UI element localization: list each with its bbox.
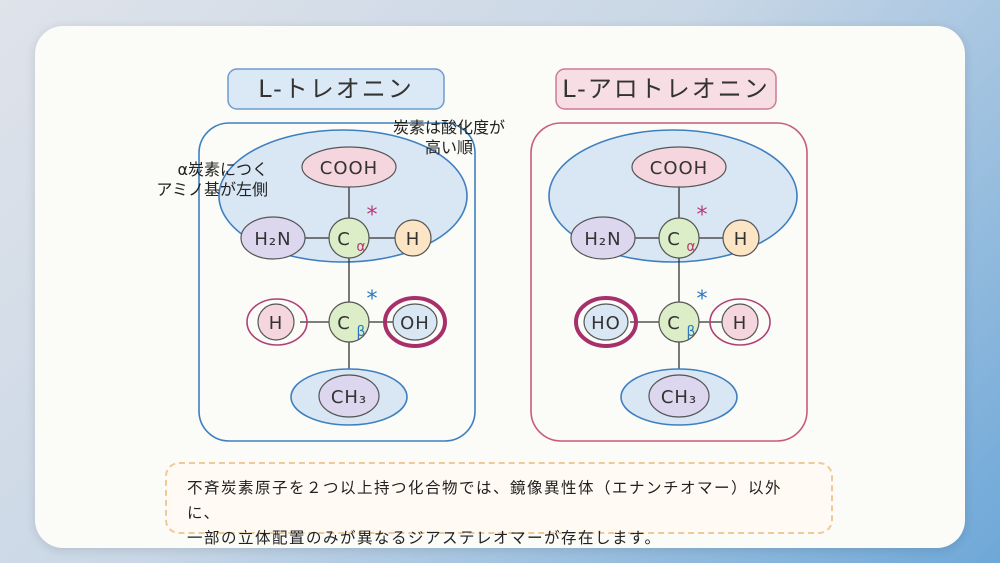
right-alpha-h-label: H xyxy=(734,229,749,250)
right-c-alpha-sub: α xyxy=(686,239,695,255)
right-ho-ring xyxy=(574,296,638,348)
right-molecule: L-アロトレオニン COOH H₂N C α * H HO C β * H CH… xyxy=(530,68,808,442)
left-c-beta-label: C xyxy=(337,313,351,334)
left-c-alpha-sub: α xyxy=(356,239,365,255)
left-beta-h-node xyxy=(257,303,295,341)
info-box: 不斉炭素原子を２つ以上持つ化合物では、鏡像異性体（エナンチオマー）以外に、 一部… xyxy=(165,462,833,547)
left-beta-h-ring xyxy=(246,298,308,346)
left-amine-label: H₂N xyxy=(254,229,291,250)
left-ch3-node xyxy=(318,374,380,418)
right-cooh-node xyxy=(631,146,727,188)
right-beta-star: * xyxy=(697,287,708,312)
left-beta-star: * xyxy=(367,287,378,312)
right-title: L-アロトレオニン xyxy=(562,75,770,103)
right-alpha-h-node xyxy=(722,219,760,257)
left-oh-label: OH xyxy=(400,313,430,334)
right-amine-label: H₂N xyxy=(584,229,621,250)
info-line2: 一部の立体配置のみが異なるジアステレオマーが存在します。 xyxy=(187,529,662,547)
right-title-box xyxy=(555,68,777,110)
alpha-note-line2: アミノ基が左側 xyxy=(156,180,268,199)
right-ch3-node xyxy=(648,374,710,418)
left-title: L-トレオニン xyxy=(258,75,414,103)
slide-card xyxy=(35,26,965,548)
left-oh-node xyxy=(392,303,438,341)
right-beta-h-label: H xyxy=(733,313,748,334)
right-beta-h-ring xyxy=(709,298,771,346)
left-outer-box xyxy=(198,122,476,442)
left-alpha-h-node xyxy=(394,219,432,257)
left-amine-node xyxy=(240,216,306,260)
left-c-alpha-label: C xyxy=(337,229,351,250)
oxid-note-line1: 炭素は酸化度が xyxy=(392,118,505,137)
left-alpha-h-label: H xyxy=(406,229,421,250)
left-molecule: L-トレオニン COOH H₂N C α * H H C β * OH xyxy=(198,68,476,442)
oxidation-note: 炭素は酸化度が 高い順 xyxy=(374,118,524,158)
left-alpha-star: * xyxy=(367,203,378,228)
left-c-beta-sub: β xyxy=(357,324,366,340)
left-c-alpha-node xyxy=(328,217,370,259)
right-outer-box xyxy=(530,122,808,442)
right-amine-node xyxy=(570,216,636,260)
left-cooh-label: COOH xyxy=(320,158,378,179)
left-beta-h-label: H xyxy=(269,313,284,334)
left-c-beta-node xyxy=(328,301,370,343)
left-ch3-label: CH₃ xyxy=(331,387,367,408)
right-c-beta-label: C xyxy=(667,313,681,334)
info-line1: 不斉炭素原子を２つ以上持つ化合物では、鏡像異性体（エナンチオマー）以外に、 xyxy=(187,479,783,522)
right-ho-node xyxy=(583,303,629,341)
left-oh-ring xyxy=(383,296,447,348)
oxid-note-line2: 高い順 xyxy=(424,138,473,157)
right-cooh-label: COOH xyxy=(650,158,708,179)
right-c-alpha-label: C xyxy=(667,229,681,250)
right-ch3-label: CH₃ xyxy=(661,387,697,408)
alpha-note-line1: α炭素につく xyxy=(177,160,268,179)
right-c-beta-sub: β xyxy=(687,324,696,340)
left-cooh-node xyxy=(301,146,397,188)
alpha-carbon-note: α炭素につく アミノ基が左側 xyxy=(118,160,268,200)
right-alpha-star: * xyxy=(697,203,708,228)
right-beta-h-node xyxy=(721,303,759,341)
left-title-box xyxy=(227,68,445,110)
right-c-beta-node xyxy=(658,301,700,343)
right-ho-label: HO xyxy=(591,313,621,334)
right-c-alpha-node xyxy=(658,217,700,259)
